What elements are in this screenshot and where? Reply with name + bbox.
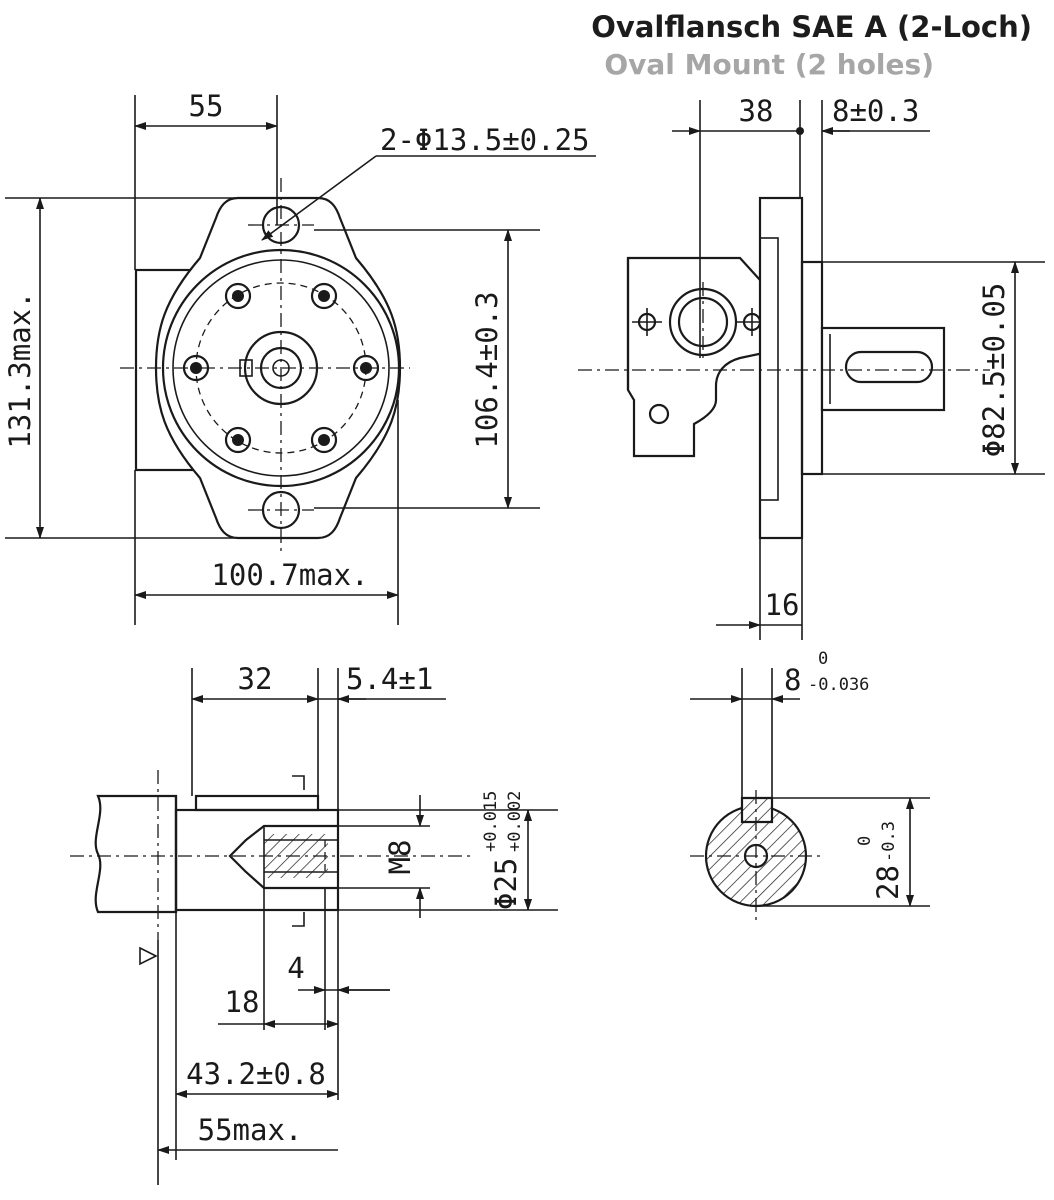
dim-pilot: Φ82.5±0.05 <box>977 283 1011 458</box>
dim-43: 43.2±0.8 <box>186 1057 326 1091</box>
title-german: Ovalflansch SAE A (2-Loch) <box>591 10 1032 44</box>
dim-stickout: 5.4±1 <box>346 662 433 696</box>
front-oval-flange <box>154 196 402 540</box>
dim-4: 4 <box>287 951 304 985</box>
dim-flange: 8±0.3 <box>832 94 919 128</box>
shaft-housing-stub <box>94 794 178 914</box>
tol-kh-upper: 0 <box>855 836 875 846</box>
side-pilot <box>800 260 824 476</box>
key-section-key <box>740 796 774 824</box>
tol-shaft-lower: +0.002 <box>505 791 525 852</box>
dim-18: 18 <box>225 985 260 1019</box>
title-english: Oval Mount (2 holes) <box>604 48 934 81</box>
key-section: 8 0 -0.036 28 0 -0.3 <box>690 649 930 922</box>
tol-key-upper: 0 <box>818 649 828 669</box>
side-view: 38 8±0.3 Φ82.5±0.05 16 <box>578 94 1045 640</box>
front-mount-hole-bottom <box>261 490 301 530</box>
front-view: 55 2-Φ13.5±0.25 131.3max. 106.4±0.3 100.… <box>3 89 596 625</box>
dim-16: 16 <box>765 588 800 622</box>
dim-key-width: 8 <box>784 663 801 697</box>
dim-hole-pitch: 106.4±0.3 <box>470 291 504 448</box>
tol-key-lower: -0.036 <box>808 675 869 695</box>
dim-38: 38 <box>739 94 774 128</box>
dim-height-max: 131.3max. <box>3 291 37 448</box>
dim-shaft-dia: Φ25 <box>489 858 523 910</box>
dim-55: 55 <box>189 89 224 123</box>
side-flange-plate <box>758 196 804 540</box>
dim-55max: 55max. <box>198 1113 303 1147</box>
dim-32: 32 <box>238 662 273 696</box>
dim-width-max: 100.7max. <box>211 558 368 592</box>
tol-kh-lower: -0.3 <box>879 821 899 862</box>
tol-shaft-upper: +0.015 <box>481 791 501 852</box>
shaft-view: 32 5.4±1 M8 Φ25 +0.015 +0.002 4 18 <box>70 662 558 1185</box>
dim-key-height: 28 <box>871 865 905 900</box>
shaft-body <box>174 808 340 912</box>
side-shaft <box>820 326 946 412</box>
dim-holes: 2-Φ13.5±0.25 <box>380 123 590 157</box>
dim-thread: M8 <box>383 840 417 875</box>
